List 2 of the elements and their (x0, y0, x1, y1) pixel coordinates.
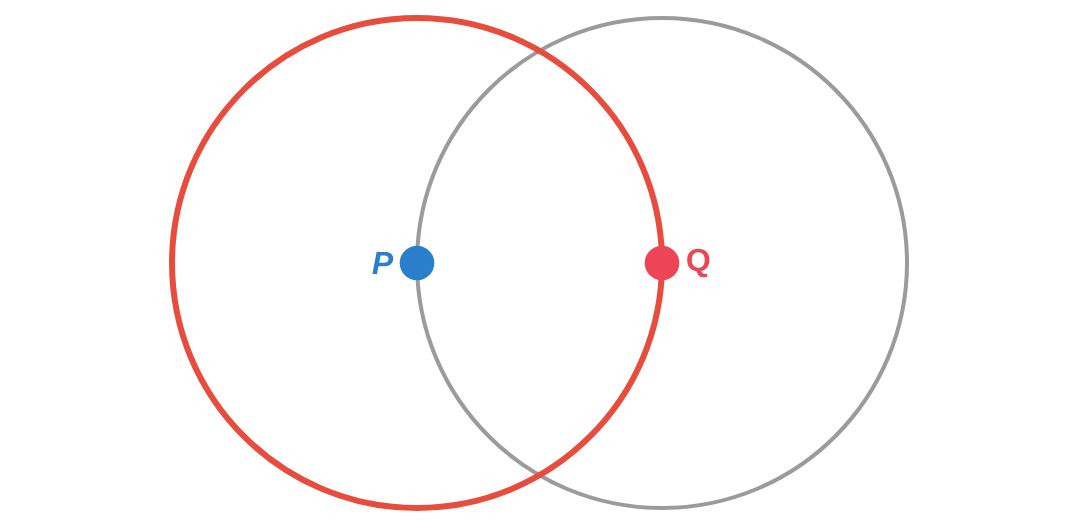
point-label: Q (687, 248, 710, 278)
point-label: P (372, 252, 394, 274)
